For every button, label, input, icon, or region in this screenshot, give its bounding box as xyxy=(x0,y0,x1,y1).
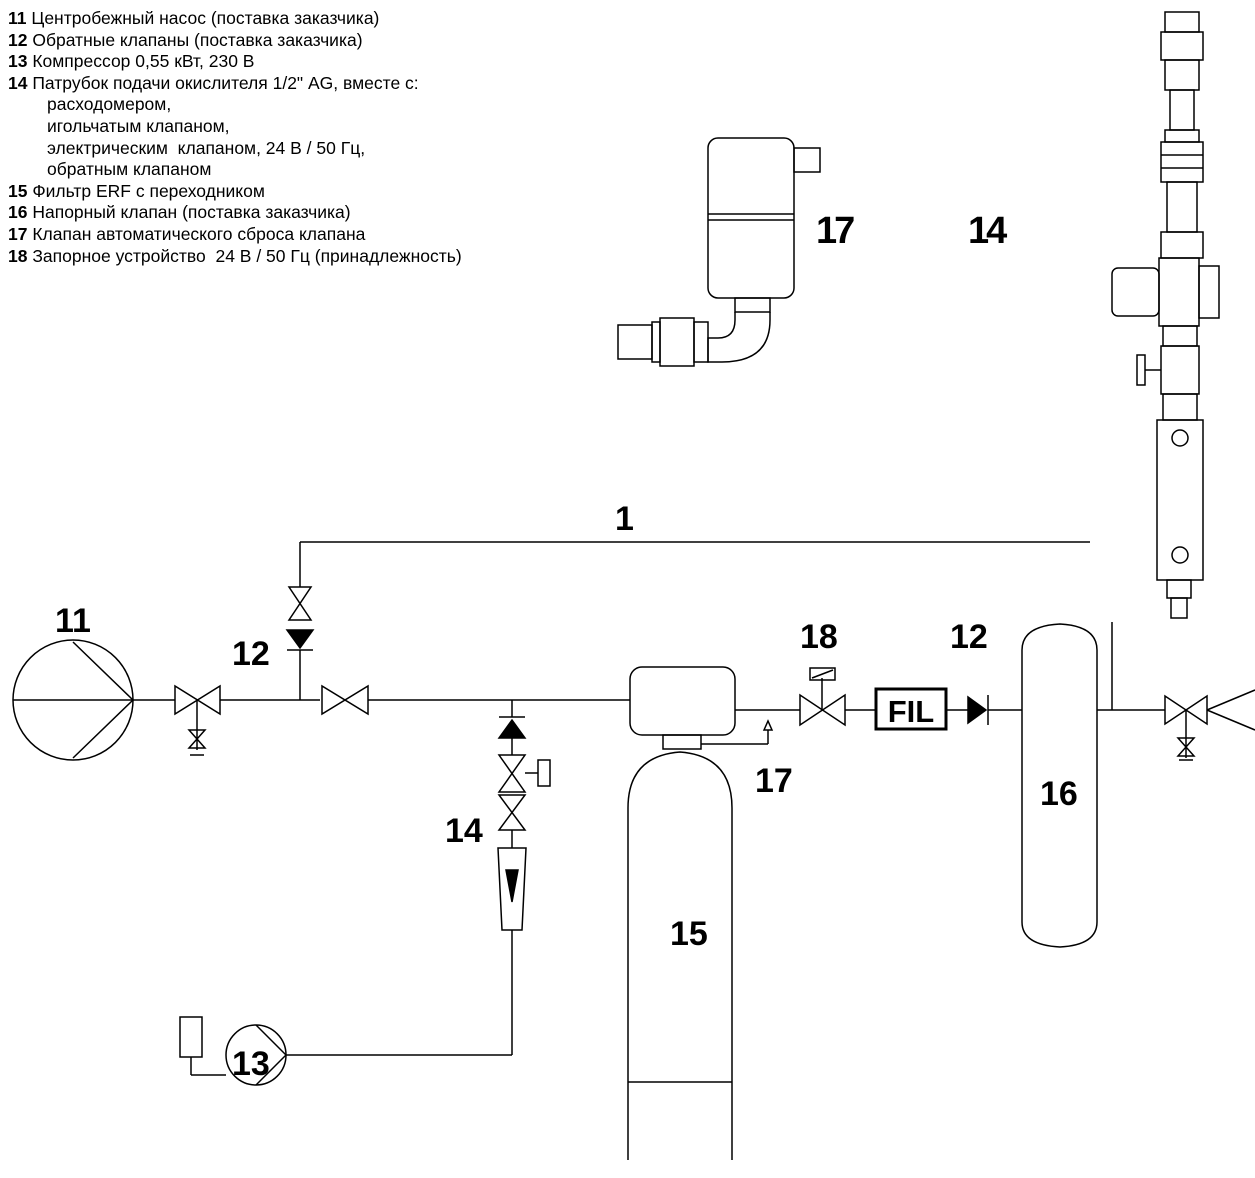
label-detail-17: 17 xyxy=(816,210,854,252)
legend-number: 13 xyxy=(8,51,28,72)
legend-row: 18 Запорное устройство 24 В / 50 Гц (при… xyxy=(8,246,462,268)
legend-row: 17 Клапан автоматического сброса клапана xyxy=(8,224,462,246)
ball-valve-inlet xyxy=(174,684,221,756)
legend-row: 11 Центробежный насос (поставка заказчик… xyxy=(8,8,462,30)
needle-valve-14 xyxy=(497,794,527,831)
legend-row: 12 Обратные клапаны (поставка заказчика) xyxy=(8,30,462,52)
legend-text: Запорное устройство 24 В / 50 Гц (принад… xyxy=(32,245,462,266)
label-valve-16: 16 xyxy=(1040,775,1078,813)
legend-text: Фильтр ERF с переходником xyxy=(32,180,265,201)
legend-number: 16 xyxy=(8,202,28,223)
legend-row: 13 Компрессор 0,55 кВт, 230 В xyxy=(8,51,462,73)
legend-row: обратным клапаном xyxy=(8,159,462,181)
legend-number: 11 xyxy=(8,8,27,28)
pressure-valve-16 xyxy=(1021,623,1098,948)
check-valve-right-12 xyxy=(967,695,988,725)
valve-return-line xyxy=(287,586,313,621)
legend-row: 16 Напорный клапан (поставка заказчика) xyxy=(8,202,462,224)
legend: 11 Центробежный насос (поставка заказчик… xyxy=(8,8,462,267)
fil-box xyxy=(874,687,948,731)
filter-label: FIL xyxy=(888,694,935,729)
label-vent-valve-17: 17 xyxy=(755,762,793,800)
label-filter-15: 15 xyxy=(670,915,708,953)
label-pump-11: 11 xyxy=(55,602,91,640)
label-detail-14: 14 xyxy=(968,210,1007,252)
check-valve-injection xyxy=(497,718,527,739)
legend-text: Напорный клапан (поставка заказчика) xyxy=(32,202,351,223)
legend-number: 17 xyxy=(8,223,28,244)
ball-valve-bypass xyxy=(321,684,369,716)
legend-text: Компрессор 0,55 кВт, 230 В xyxy=(32,51,255,72)
legend-text: Патрубок подачи окислителя 1/2" AG, вмес… xyxy=(32,72,419,93)
label-valve-18: 18 xyxy=(800,618,838,656)
detail-vent-valve-17 xyxy=(617,137,821,367)
legend-text: Обратные клапаны (поставка заказчика) xyxy=(32,29,363,50)
label-return-line-1: 1 xyxy=(615,500,634,538)
detail-oxidant-injection-14 xyxy=(1111,11,1220,619)
legend-number: 12 xyxy=(8,29,28,50)
legend-text: Клапан автоматического сброса клапана xyxy=(32,223,366,244)
label-injection-14: 14 xyxy=(445,812,483,850)
legend-text: игольчатым клапаном, xyxy=(47,115,230,136)
legend-row: 14 Патрубок подачи окислителя 1/2" AG, в… xyxy=(8,73,462,95)
flowmeter-14 xyxy=(497,847,527,931)
legend-text: расходомером, xyxy=(47,94,172,115)
legend-row: игольчатым клапаном, xyxy=(8,116,462,138)
centrifugal-pump-11 xyxy=(12,639,134,761)
ball-valve-outlet xyxy=(1164,694,1208,761)
legend-row: расходомером, xyxy=(8,94,462,116)
label-check-valve-12-left: 12 xyxy=(232,635,270,673)
legend-row: 15 Фильтр ERF с переходником xyxy=(8,181,462,203)
label-check-valve-12-right: 12 xyxy=(950,618,988,656)
legend-number: 14 xyxy=(8,72,28,93)
legend-text: электрическим клапаном, 24 В / 50 Гц, xyxy=(47,137,366,158)
legend-text: Центробежный насос (поставка заказчика) xyxy=(31,8,380,28)
valve-18 xyxy=(799,667,846,727)
legend-row: электрическим клапаном, 24 В / 50 Гц, xyxy=(8,138,462,160)
vent-valve-17-symbol xyxy=(762,719,774,731)
legend-text: обратным клапаном xyxy=(47,159,212,180)
filter-15 xyxy=(627,666,774,1160)
legend-number: 15 xyxy=(8,180,28,201)
solenoid-valve-14 xyxy=(497,754,527,793)
label-compressor-13: 13 xyxy=(232,1045,270,1083)
legend-number: 18 xyxy=(8,245,28,266)
compressor-13 xyxy=(179,1016,287,1086)
